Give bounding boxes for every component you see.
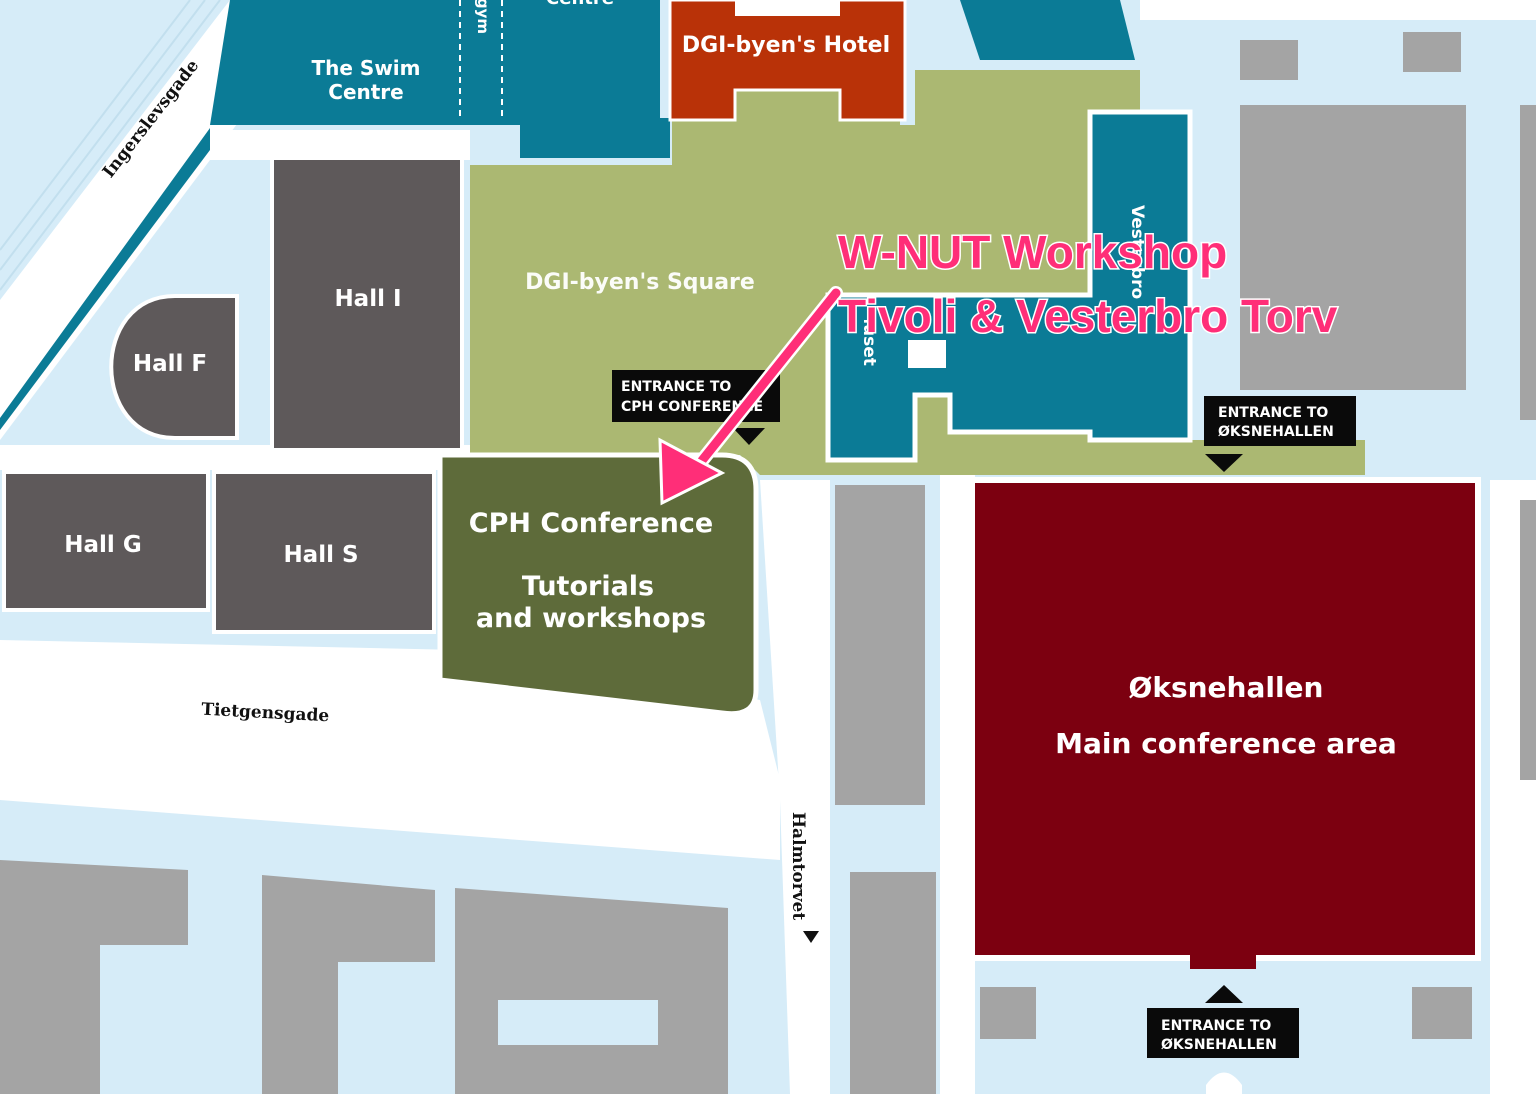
- hall-i-label: Hall I: [334, 286, 401, 312]
- neighbor-courtyards: [100, 945, 658, 1094]
- spisehuset-courtyard: [908, 340, 946, 368]
- vesterbro-label: Vesterbro: [1127, 205, 1147, 299]
- entrance-oksne-top-line1: ENTRANCE TO: [1218, 405, 1328, 421]
- entrance-cph-arrow-icon: [733, 428, 765, 445]
- spisehuset-label-group: Spisehuset: [859, 260, 879, 366]
- hall-g-label: Hall G: [64, 532, 141, 558]
- entrance-oksne-bottom-line2: ØKSNEHALLEN: [1161, 1037, 1277, 1053]
- hall-f-label: Hall F: [133, 351, 207, 377]
- cph-conference-subtitle-1: Tutorials: [522, 571, 654, 602]
- swim-centre-label-2: Centre: [328, 80, 403, 104]
- entrance-oksne-bottom-arrow-icon: [1205, 985, 1243, 1003]
- entrance-oksne-top-line2: ØKSNEHALLEN: [1218, 424, 1334, 440]
- spisehuset-label: Spisehuset: [859, 260, 879, 366]
- oksnehallen-porch: [1190, 955, 1256, 969]
- centre-partial-label: Centre: [546, 0, 614, 9]
- halmtorvet-label: Halmtorvet: [788, 812, 808, 920]
- square-label: DGI-byen's Square: [525, 270, 755, 295]
- railway: [0, 0, 221, 291]
- gym-partial-label: gym: [474, 0, 492, 34]
- hall-s-building: [212, 470, 436, 634]
- entrance-oksne-top: ENTRANCE TO ØKSNEHALLEN: [1204, 396, 1356, 472]
- annotation-line2: Tivoli & Vesterbro Torv: [838, 290, 1338, 342]
- swim-complex: [210, 0, 1135, 158]
- road-east: [940, 470, 975, 1094]
- vesterbro-label-group: Vesterbro: [1127, 205, 1147, 299]
- cph-conference-building: [437, 452, 759, 717]
- entrance-oksne-bottom: ENTRANCE TO ØKSNEHALLEN: [1147, 985, 1299, 1058]
- hall-s-label: Hall S: [283, 542, 358, 568]
- halmtorvet-arrow-icon: [803, 931, 819, 943]
- oksnehallen-building: [969, 477, 1481, 961]
- railway-band: [0, 128, 210, 430]
- hotel-courtyard: [735, 0, 840, 16]
- road-top-east: [1140, 0, 1536, 20]
- entrance-oksne-top-arrow-icon: [1205, 454, 1243, 472]
- oksnehallen-subtitle: Main conference area: [1055, 727, 1397, 760]
- annotation-arrow-icon: [658, 286, 843, 506]
- hotel-building: [668, 0, 907, 122]
- pool-east: [960, 0, 1135, 60]
- swim-centre-label-1: The Swim: [312, 56, 421, 80]
- swim-centre-building: [210, 0, 660, 125]
- oksnehallen-title: Øksnehallen: [1129, 671, 1324, 704]
- entrance-cph: ENTRANCE TO CPH CONFERENCE: [612, 370, 780, 445]
- halls: [2, 156, 464, 634]
- spisehuset-building: [825, 109, 1193, 463]
- entrance-oksne-bottom-line1: ENTRANCE TO: [1161, 1018, 1271, 1034]
- hotel-label: DGI-byen's Hotel: [682, 33, 890, 58]
- entrance-cph-line2: CPH CONFERENCE: [621, 399, 763, 415]
- pool-annex: [520, 118, 670, 158]
- entrance-cph-line1: ENTRANCE TO: [621, 379, 731, 395]
- road-connector: [210, 130, 470, 160]
- hall-f-building: [109, 294, 239, 440]
- hall-i-building: [270, 156, 464, 452]
- cph-conference-title: CPH Conference: [469, 508, 713, 539]
- cph-conference-subtitle-2: and workshops: [476, 603, 706, 634]
- bottom-path: [1206, 1072, 1242, 1094]
- hall-g-building: [2, 470, 210, 612]
- annotation-line1: W-NUT Workshop: [838, 226, 1227, 278]
